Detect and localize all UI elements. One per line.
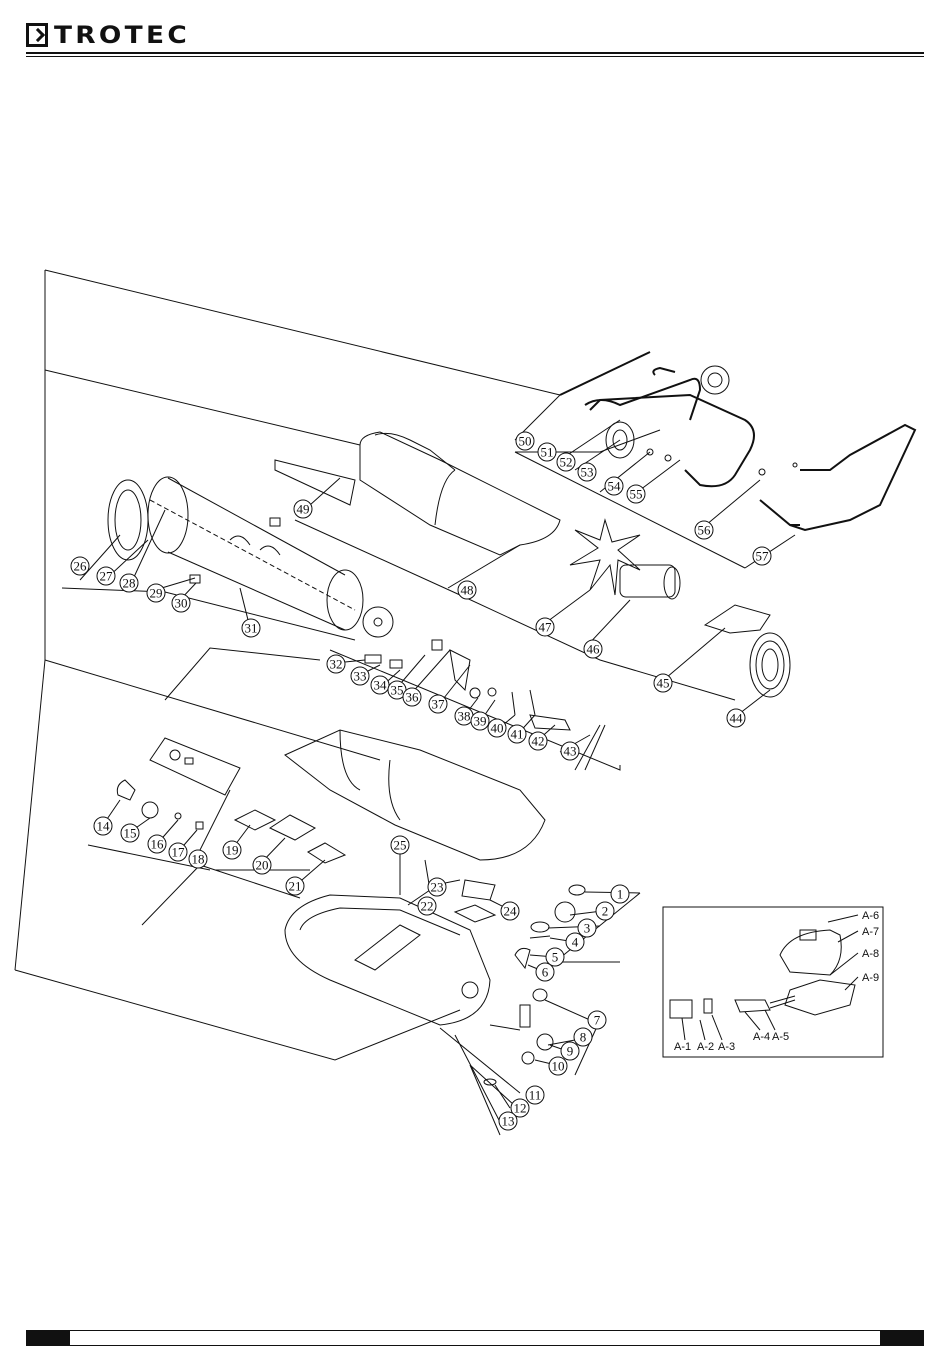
callout-1: 1 [617, 887, 624, 902]
callout-56: 56 [698, 523, 712, 538]
callout-29: 29 [150, 586, 163, 601]
callout-26: 26 [74, 559, 88, 574]
footer-bar [26, 1330, 924, 1346]
combustion-chamber [108, 477, 393, 637]
callout-4: 4 [572, 935, 579, 950]
fuel-tank [285, 860, 553, 1085]
footer-block-left [26, 1330, 70, 1346]
callout-31: 31 [245, 621, 258, 636]
callout-7: 7 [594, 1013, 601, 1028]
callout-2: 2 [602, 904, 609, 919]
inset-label-a5: A-5 [772, 1031, 789, 1043]
callout-6: 6 [542, 965, 549, 980]
callout-19: 19 [226, 843, 239, 858]
callout-55: 55 [630, 487, 643, 502]
callout-21: 21 [289, 879, 302, 894]
callout-38: 38 [458, 709, 471, 724]
callout-36: 36 [406, 690, 420, 705]
callout-54: 54 [608, 479, 622, 494]
callout-30: 30 [175, 596, 188, 611]
bracket-line [45, 270, 560, 395]
callout-18: 18 [192, 852, 205, 867]
footer-block-right [880, 1330, 924, 1346]
callout-49: 49 [297, 502, 310, 517]
inset-label-a4: A-4 [753, 1031, 770, 1043]
wheel-assembly [606, 422, 671, 461]
inset-label-a8: A-8 [862, 948, 879, 960]
callout-37: 37 [432, 697, 446, 712]
callout-53: 53 [581, 465, 594, 480]
inset-label-a7: A-7 [862, 926, 879, 938]
callout-45: 45 [657, 676, 670, 691]
callout-13: 13 [502, 1114, 515, 1129]
callout-48: 48 [461, 583, 474, 598]
callout-40: 40 [491, 721, 504, 736]
callout-47: 47 [539, 620, 553, 635]
inset-label-a1: A-1 [674, 1041, 691, 1053]
callout-10: 10 [552, 1059, 565, 1074]
callout-33: 33 [354, 669, 367, 684]
callout-22: 22 [421, 899, 434, 914]
inset-label-a6: A-6 [862, 910, 879, 922]
callout-34: 34 [374, 678, 388, 693]
lower-shell [285, 730, 545, 860]
bracket-and-coil [705, 605, 790, 697]
cap-parts [530, 885, 585, 938]
leader-lines [62, 395, 795, 1135]
callout-24: 24 [504, 904, 518, 919]
callout-41: 41 [511, 727, 524, 742]
callout-51: 51 [541, 445, 554, 460]
callout-32: 32 [330, 657, 343, 672]
callout-43: 43 [564, 744, 577, 759]
callout-25: 25 [394, 838, 407, 853]
callout-27: 27 [100, 569, 114, 584]
callout-28: 28 [123, 576, 136, 591]
callout-39: 39 [474, 714, 487, 729]
callout-57: 57 [756, 549, 770, 564]
callout-50: 50 [519, 434, 532, 449]
inset-label-a9: A-9 [862, 972, 879, 984]
callout-14: 14 [97, 819, 111, 834]
callout-52: 52 [560, 455, 573, 470]
inset-label-a2: A-2 [697, 1041, 714, 1053]
callout-16: 16 [151, 837, 165, 852]
callout-9: 9 [567, 1044, 574, 1059]
callout-20: 20 [256, 858, 269, 873]
bracket-line [45, 370, 360, 445]
inset-labels: A-6 A-7 A-8 A-9 A-1 A-2 A-3 A-4 A-5 [674, 910, 879, 1053]
fan-motor [570, 520, 680, 599]
callout-11: 11 [529, 1088, 542, 1103]
callout-42: 42 [532, 734, 545, 749]
callout-17: 17 [172, 845, 186, 860]
callout-12: 12 [514, 1101, 527, 1116]
inset-label-a3: A-3 [718, 1041, 735, 1053]
callout-44: 44 [730, 711, 744, 726]
callout-15: 15 [124, 826, 137, 841]
upper-shell [275, 432, 560, 555]
callout-23: 23 [431, 880, 444, 895]
callout-3: 3 [584, 921, 591, 936]
callout-8: 8 [580, 1030, 587, 1045]
inset-parts-drawing [670, 915, 858, 1040]
callout-35: 35 [391, 683, 404, 698]
callout-46: 46 [587, 642, 601, 657]
callout-5: 5 [552, 950, 559, 965]
rear-handle [759, 425, 915, 530]
